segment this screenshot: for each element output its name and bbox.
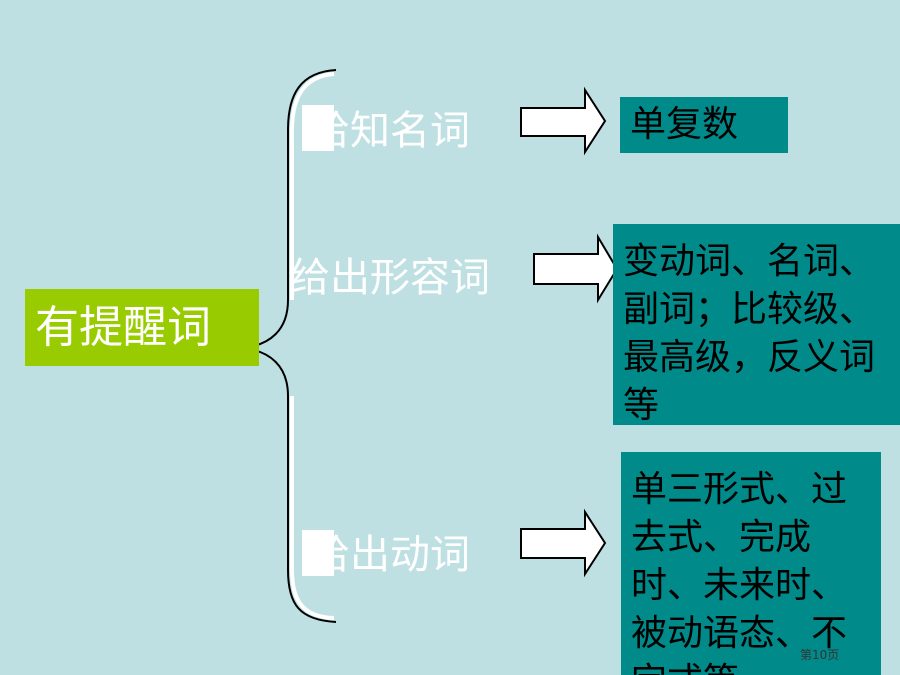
result-box-verb: 单三形式、过去式、完成时、未来时、被动语态、不定式等 bbox=[621, 452, 881, 675]
result-box-noun: 单复数 bbox=[620, 97, 788, 153]
branch-label-noun: 给知名词 bbox=[310, 108, 470, 154]
branch-label-adjective: 给出形容词 bbox=[290, 255, 490, 301]
root-label: 有提醒词 bbox=[35, 302, 211, 353]
result-text-adjective: 变动词、名词、副词；比较级、最高级，反义词等 bbox=[623, 241, 876, 425]
arrow-3 bbox=[520, 508, 607, 578]
result-text-verb: 单三形式、过去式、完成时、未来时、被动语态、不定式等 bbox=[631, 469, 848, 675]
branch-1-backdrop bbox=[302, 105, 334, 151]
result-box-adjective: 变动词、名词、副词；比较级、最高级，反义词等 bbox=[613, 224, 900, 425]
result-text-noun: 单复数 bbox=[630, 104, 739, 145]
arrow-2 bbox=[533, 233, 619, 304]
arrow-1 bbox=[520, 86, 607, 156]
root-node: 有提醒词 bbox=[25, 289, 259, 366]
branch-3-backdrop bbox=[302, 530, 334, 576]
curly-brace-highlight bbox=[290, 72, 335, 620]
page-number: 第10页 bbox=[800, 648, 840, 662]
branch-label-verb: 给出动词 bbox=[310, 532, 470, 578]
